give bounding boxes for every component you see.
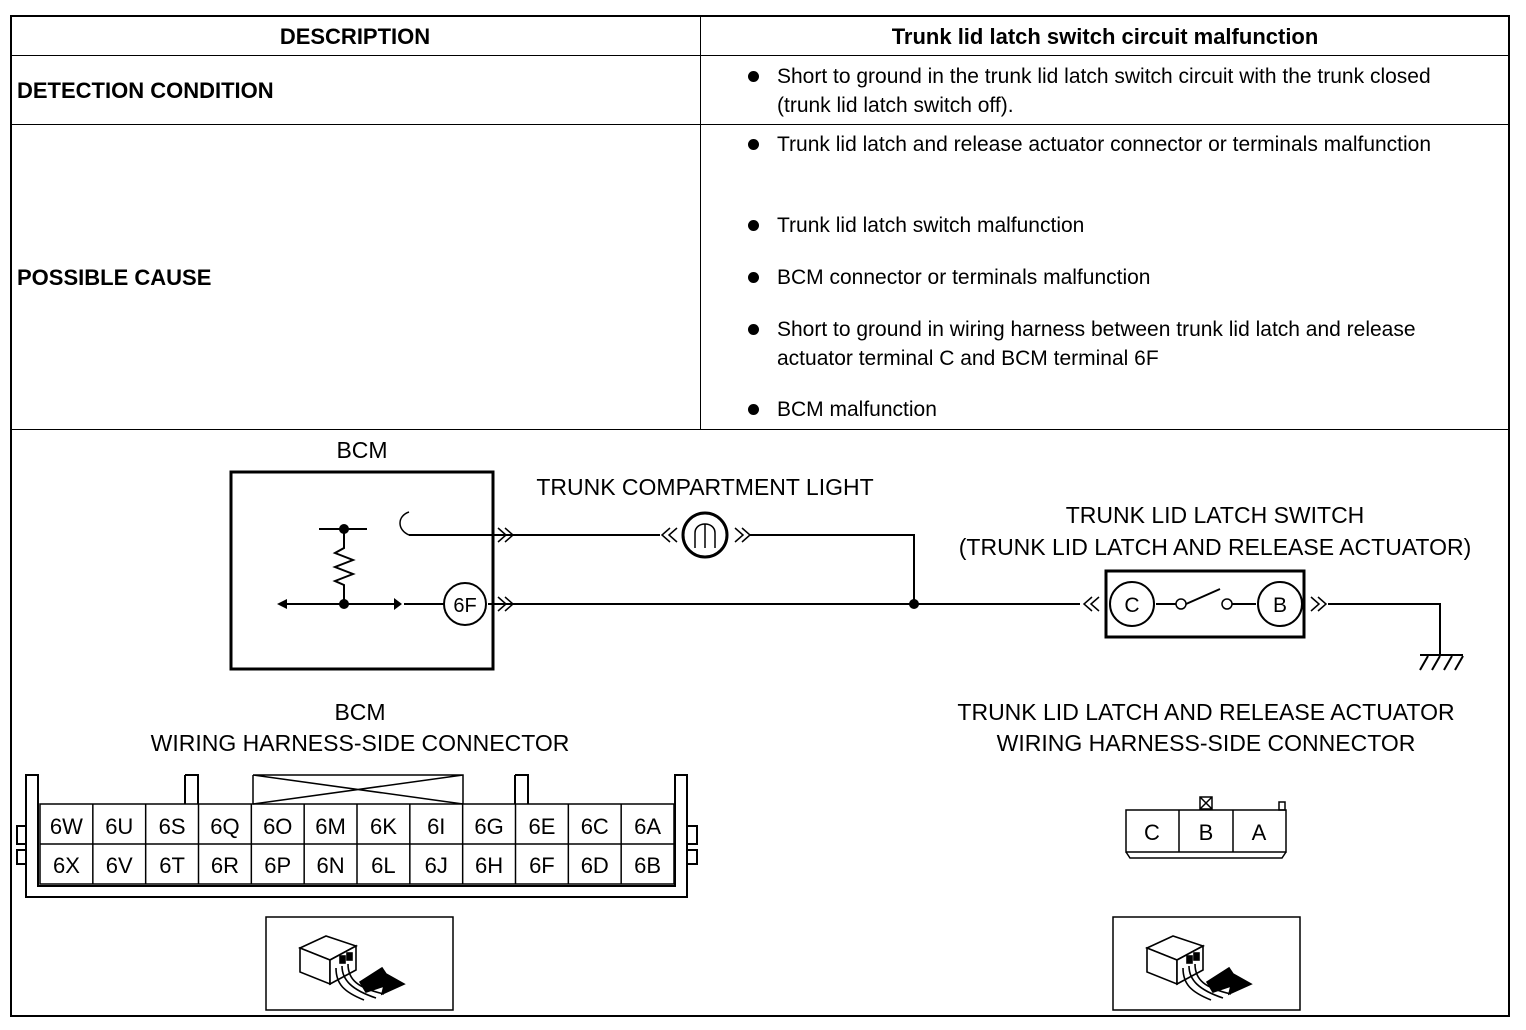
switch-box (1104, 569, 1306, 639)
cause-item: BCM connector or terminals malfunction (777, 266, 1151, 289)
bcm-pin-6n: 6N (317, 853, 345, 878)
open-contact (399, 511, 410, 536)
bcm-pin-6l: 6L (371, 853, 395, 878)
bullet (748, 220, 759, 231)
table-rule (10, 124, 1510, 125)
bcm-pin-6e: 6E (528, 814, 555, 839)
bcm-pin-6b: 6B (634, 853, 661, 878)
bcm-box (229, 470, 495, 671)
possible-cause-label: POSSIBLE CAUSE (17, 265, 212, 290)
connector-mark (660, 527, 678, 543)
cause-item: Trunk lid latch and release actuator con… (777, 133, 1432, 156)
terminal-b-label: B (1273, 594, 1287, 617)
bcm-pin-6x: 6X (53, 853, 80, 878)
resistor (332, 529, 356, 604)
ground-symbol (1419, 654, 1464, 671)
bcm-connector-latch (16, 825, 698, 865)
terminal-c-label: C (1124, 594, 1139, 617)
table-column-rule (700, 15, 701, 429)
bcm-pin-6q: 6Q (210, 814, 239, 839)
bcm-pin-6v: 6V (106, 853, 133, 878)
diode-symbol (394, 598, 403, 610)
light-filament (694, 523, 716, 548)
bcm-pin-6m: 6M (315, 814, 346, 839)
trunk-light-label: TRUNK COMPARTMENT LIGHT (536, 474, 873, 500)
actuator-connector-title-1: TRUNK LID LATCH AND RELEASE ACTUATOR (957, 699, 1454, 725)
bullet (748, 404, 759, 415)
bcm-pin-6s: 6S (159, 814, 186, 839)
actuator-pin-c: C (1144, 820, 1160, 845)
terminal-b (1257, 581, 1303, 627)
switch-contact (1221, 598, 1233, 610)
terminal-c (1109, 581, 1155, 627)
terminal-6f (443, 582, 487, 626)
switch-contact (1175, 598, 1187, 610)
bcm-view-icon-frame (265, 916, 454, 1011)
cause-item: BCM malfunction (777, 398, 937, 421)
actuator-connector-title-2: WIRING HARNESS-SIDE CONNECTOR (997, 730, 1416, 756)
connector-mark (734, 527, 752, 543)
bullet (748, 272, 759, 283)
bcm-pin-6a: 6A (634, 814, 661, 839)
bcm-pin-6w: 6W (50, 814, 83, 839)
bcm-pin-6u: 6U (105, 814, 133, 839)
actuator-key-cross (1199, 796, 1213, 810)
connector-mark (497, 527, 515, 543)
bullet (748, 324, 759, 335)
switch-wire (1156, 588, 1256, 605)
actuator-key-mark (1199, 796, 1213, 810)
bcm-pin-6c: 6C (581, 814, 609, 839)
bcm-pin-6j: 6J (425, 853, 448, 878)
connector-mark (497, 596, 515, 612)
page-frame (10, 15, 1510, 1017)
connector-view-icon (297, 935, 1253, 1001)
bcm-connector-outline (25, 774, 688, 898)
bcm-pin-6f: 6F (529, 853, 555, 878)
actuator-connector-skirt (1125, 851, 1287, 859)
dtc-title-header: Trunk lid latch switch circuit malfuncti… (891, 24, 1319, 49)
bcm-connector-title-1: BCM (334, 699, 385, 725)
bcm-connector-title-2: WIRING HARNESS-SIDE CONNECTOR (151, 730, 570, 756)
bcm-pin-6o: 6O (263, 814, 292, 839)
bcm-pin-6p: 6P (264, 853, 291, 878)
actuator-latch (1278, 801, 1286, 811)
ground-wire (1328, 603, 1441, 655)
actuator-view-icon-frame (1112, 916, 1301, 1011)
bcm-pin-6t: 6T (159, 853, 185, 878)
bullet (748, 139, 759, 150)
bcm-connector-tab (184, 774, 529, 804)
actuator-pin-b: B (1199, 820, 1214, 845)
bcm-pin-6k: 6K (370, 814, 397, 839)
wire-light-to-junction (750, 534, 915, 604)
bcm-pin-6d: 6D (581, 853, 609, 878)
cause-item: Short to ground in wiring harness betwee… (777, 318, 1416, 370)
connector-mark (1310, 596, 1328, 612)
bcm-label: BCM (336, 437, 387, 463)
table-rule (10, 55, 1510, 56)
switch-label-1: TRUNK LID LATCH SWITCH (1066, 502, 1365, 528)
junction-dot (339, 599, 349, 609)
detection-item: Short to ground in the trunk lid latch s… (777, 65, 1431, 117)
description-header: DESCRIPTION (279, 24, 431, 49)
switch-label-2: (TRUNK LID LATCH AND RELEASE ACTUATOR) (959, 534, 1471, 560)
bcm-connector-key (252, 774, 464, 805)
junction-dot (909, 599, 919, 609)
terminal-6f-label: 6F (453, 595, 476, 617)
bcm-pin-6r: 6R (211, 853, 239, 878)
connector-mark (1082, 596, 1100, 612)
actuator-pin-a: A (1252, 820, 1267, 845)
arrowhead (277, 599, 287, 609)
light-bulb-symbol (681, 511, 729, 559)
junction-dot (339, 524, 349, 534)
cause-item: Trunk lid latch switch malfunction (777, 214, 1085, 237)
detection-condition-label: DETECTION CONDITION (17, 78, 274, 103)
bcm-pin-6g: 6G (474, 814, 503, 839)
bcm-pin-6i: 6I (427, 814, 445, 839)
bullet (748, 71, 759, 82)
bcm-pin-6h: 6H (475, 853, 503, 878)
table-rule (10, 429, 1510, 430)
